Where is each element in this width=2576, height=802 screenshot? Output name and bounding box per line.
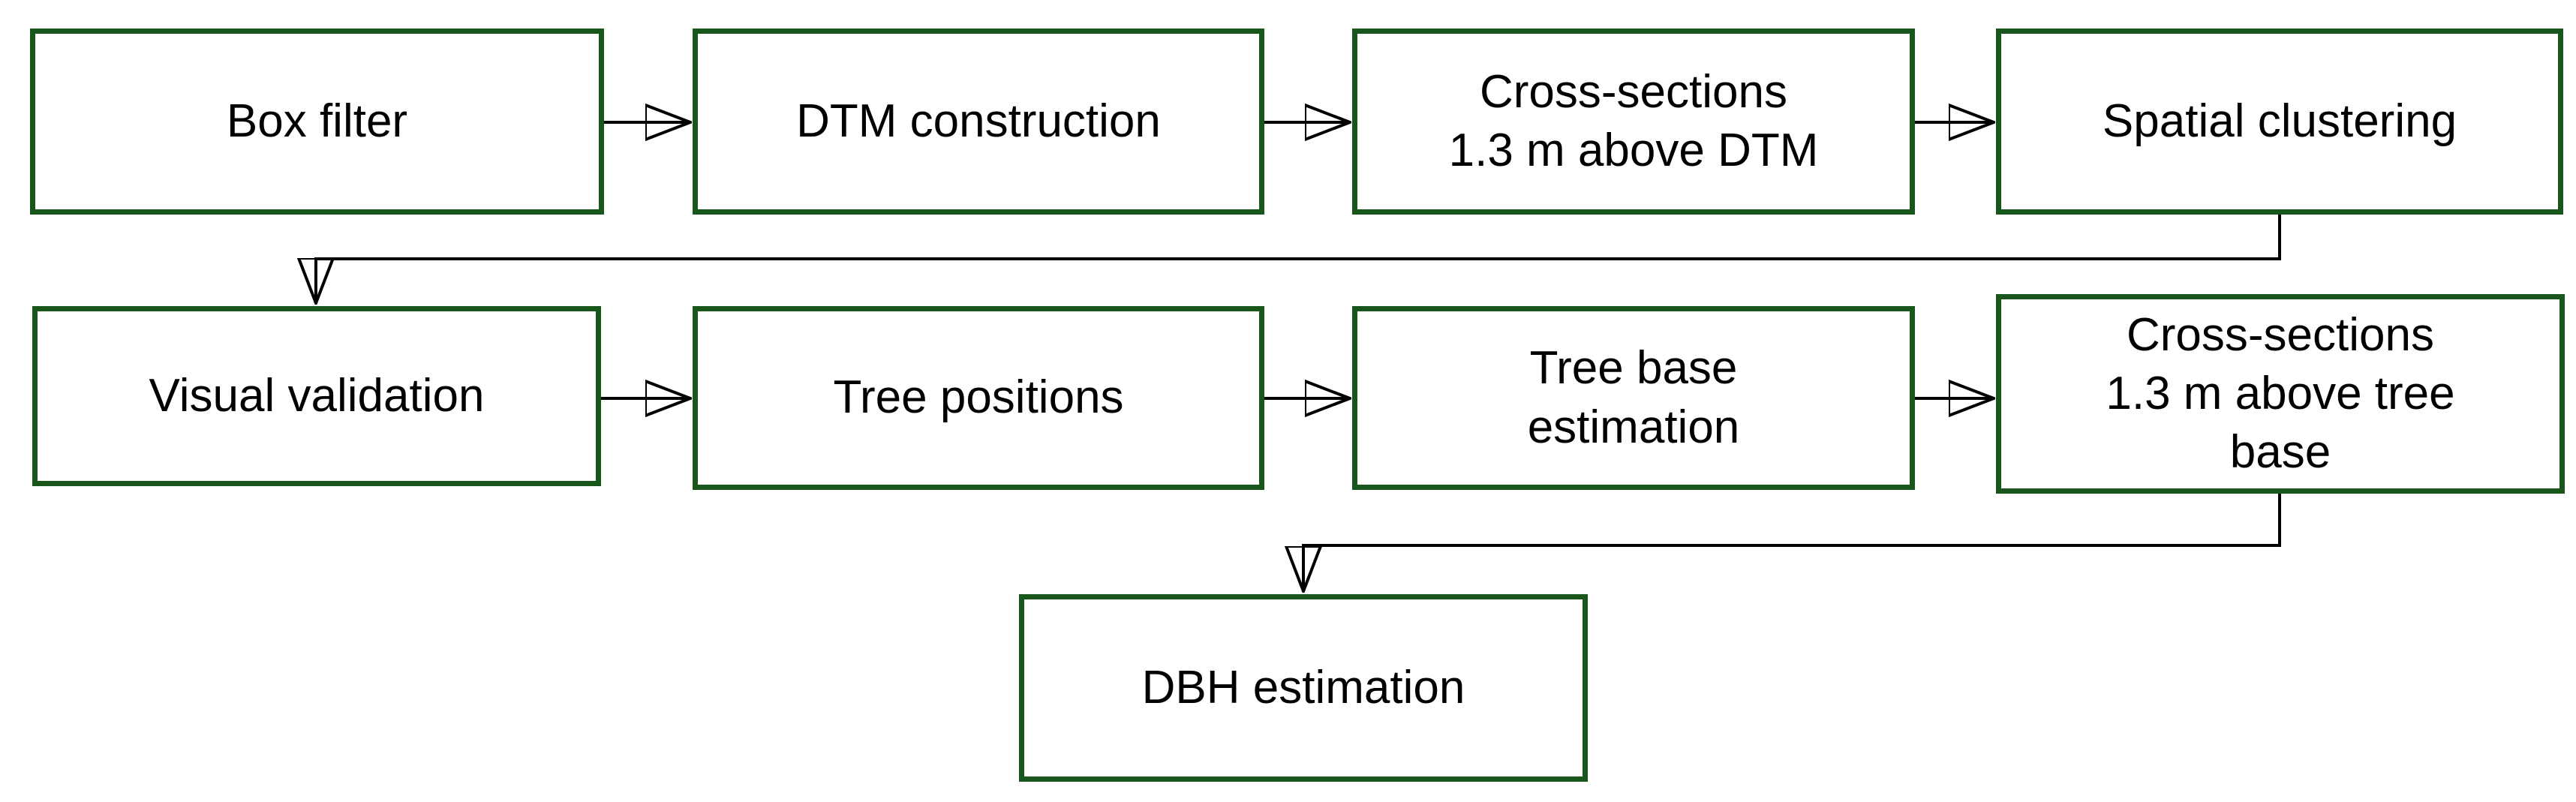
flow-node-tree-positions-label: Tree positions (833, 371, 1124, 424)
flow-node-cross-sections-tree-base-label: Cross-sections 1.3 m above tree base (2106, 308, 2455, 479)
flow-node-spatial-clustering-label: Spatial clustering (2102, 95, 2457, 147)
flow-node-cross-sections-tree-base: Cross-sections 1.3 m above tree base (1996, 294, 2565, 494)
arrow-cross-sections-tree-base-to-dbh-estimation (1303, 494, 2281, 590)
flow-node-box-filter-label: Box filter (226, 95, 408, 147)
flow-node-dtm-construction: DTM construction (693, 29, 1264, 215)
flow-node-dtm-construction-label: DTM construction (796, 95, 1161, 147)
flow-node-tree-base-estimation-label: Tree base estimation (1527, 342, 1740, 453)
flow-node-dbh-estimation: DBH estimation (1019, 594, 1588, 782)
flow-node-tree-base-estimation: Tree base estimation (1352, 306, 1915, 490)
flow-node-dbh-estimation-label: DBH estimation (1141, 661, 1465, 713)
flow-node-visual-validation-label: Visual validation (149, 369, 485, 422)
arrow-spatial-clustering-to-visual-validation (316, 215, 2281, 302)
flow-node-cross-sections-dtm-label: Cross-sections 1.3 m above DTM (1448, 65, 1819, 176)
flow-node-spatial-clustering: Spatial clustering (1996, 29, 2563, 215)
flow-node-visual-validation: Visual validation (32, 306, 601, 486)
flow-node-tree-positions: Tree positions (693, 306, 1264, 490)
flow-node-box-filter: Box filter (30, 29, 604, 215)
flow-node-cross-sections-dtm: Cross-sections 1.3 m above DTM (1352, 29, 1915, 215)
